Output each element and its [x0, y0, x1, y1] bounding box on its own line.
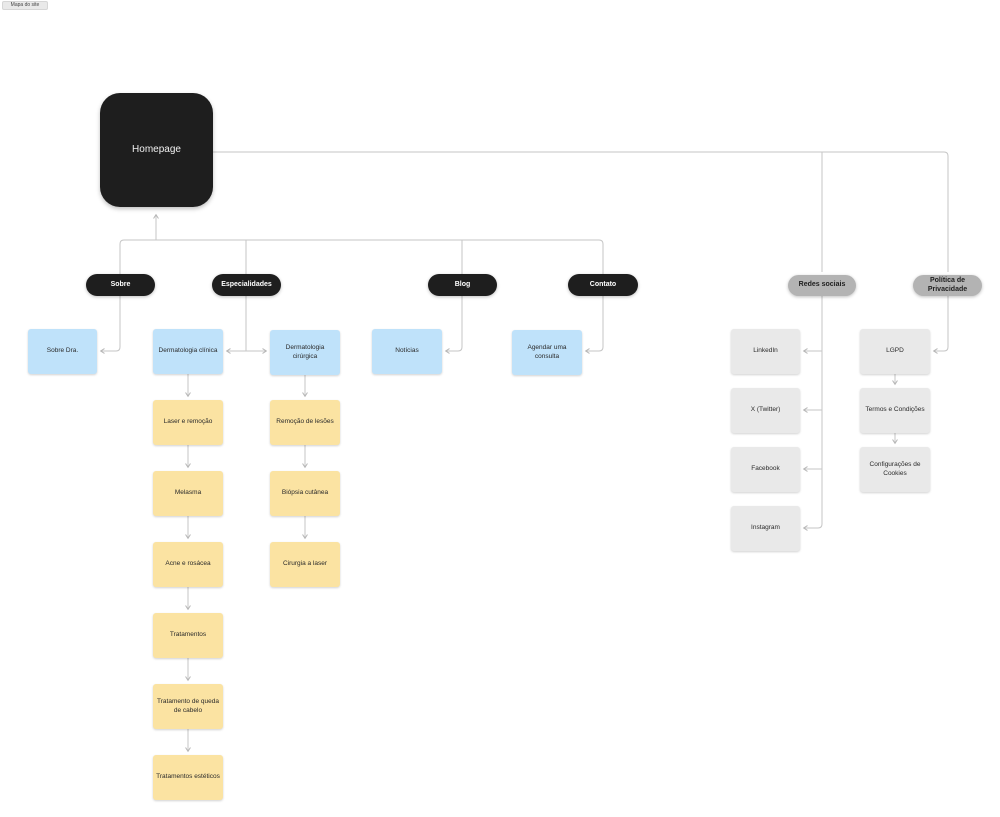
pill-politica-privacidade[interactable]: Política de Privacidade	[913, 275, 982, 296]
section-label-chip[interactable]: Mapa do site	[2, 1, 48, 10]
clinica-topic-box[interactable]: Tratamentos estéticos	[153, 755, 223, 800]
cirurgica-topic-box[interactable]: Biópsia cutânea	[270, 471, 340, 516]
cirurgica-topic-box[interactable]: Cirurgia a laser	[270, 542, 340, 587]
social-box-linkedin[interactable]: LinkedIn	[731, 329, 800, 374]
privacy-box-lgpd[interactable]: LGPD	[860, 329, 930, 374]
privacy-box-termos[interactable]: Termos e Condições	[860, 388, 930, 433]
page-dermatologia-cirurgica[interactable]: Dermatologia cirúrgica	[270, 330, 340, 375]
page-agendar-consulta[interactable]: Agendar uma consulta	[512, 330, 582, 375]
clinica-topic-box[interactable]: Tratamento de queda de cabelo	[153, 684, 223, 729]
nav-pill-sobre[interactable]: Sobre	[86, 274, 155, 296]
social-box-x-twitter[interactable]: X (Twitter)	[731, 388, 800, 433]
nav-pill-blog[interactable]: Blog	[428, 274, 497, 296]
nav-pill-especialidades[interactable]: Especialidades	[212, 274, 281, 296]
clinica-topic-box[interactable]: Melasma	[153, 471, 223, 516]
nav-pill-contato[interactable]: Contato	[568, 274, 638, 296]
social-box-instagram[interactable]: Instagram	[731, 506, 800, 551]
pill-redes-sociais[interactable]: Redes sociais	[788, 275, 856, 296]
page-noticias[interactable]: Notícias	[372, 329, 442, 374]
cirurgica-topic-box[interactable]: Remoção de lesões	[270, 400, 340, 445]
page-dermatologia-clinica[interactable]: Dermatologia clínica	[153, 329, 223, 374]
social-box-facebook[interactable]: Facebook	[731, 447, 800, 492]
clinica-topic-box[interactable]: Acne e rosácea	[153, 542, 223, 587]
homepage-node[interactable]: Homepage	[100, 93, 213, 207]
page-sobre-dra[interactable]: Sobre Dra.	[28, 329, 97, 374]
clinica-topic-box[interactable]: Laser e remoção	[153, 400, 223, 445]
privacy-box-cookies[interactable]: Configurações de Cookies	[860, 447, 930, 492]
clinica-topic-box[interactable]: Tratamentos	[153, 613, 223, 658]
